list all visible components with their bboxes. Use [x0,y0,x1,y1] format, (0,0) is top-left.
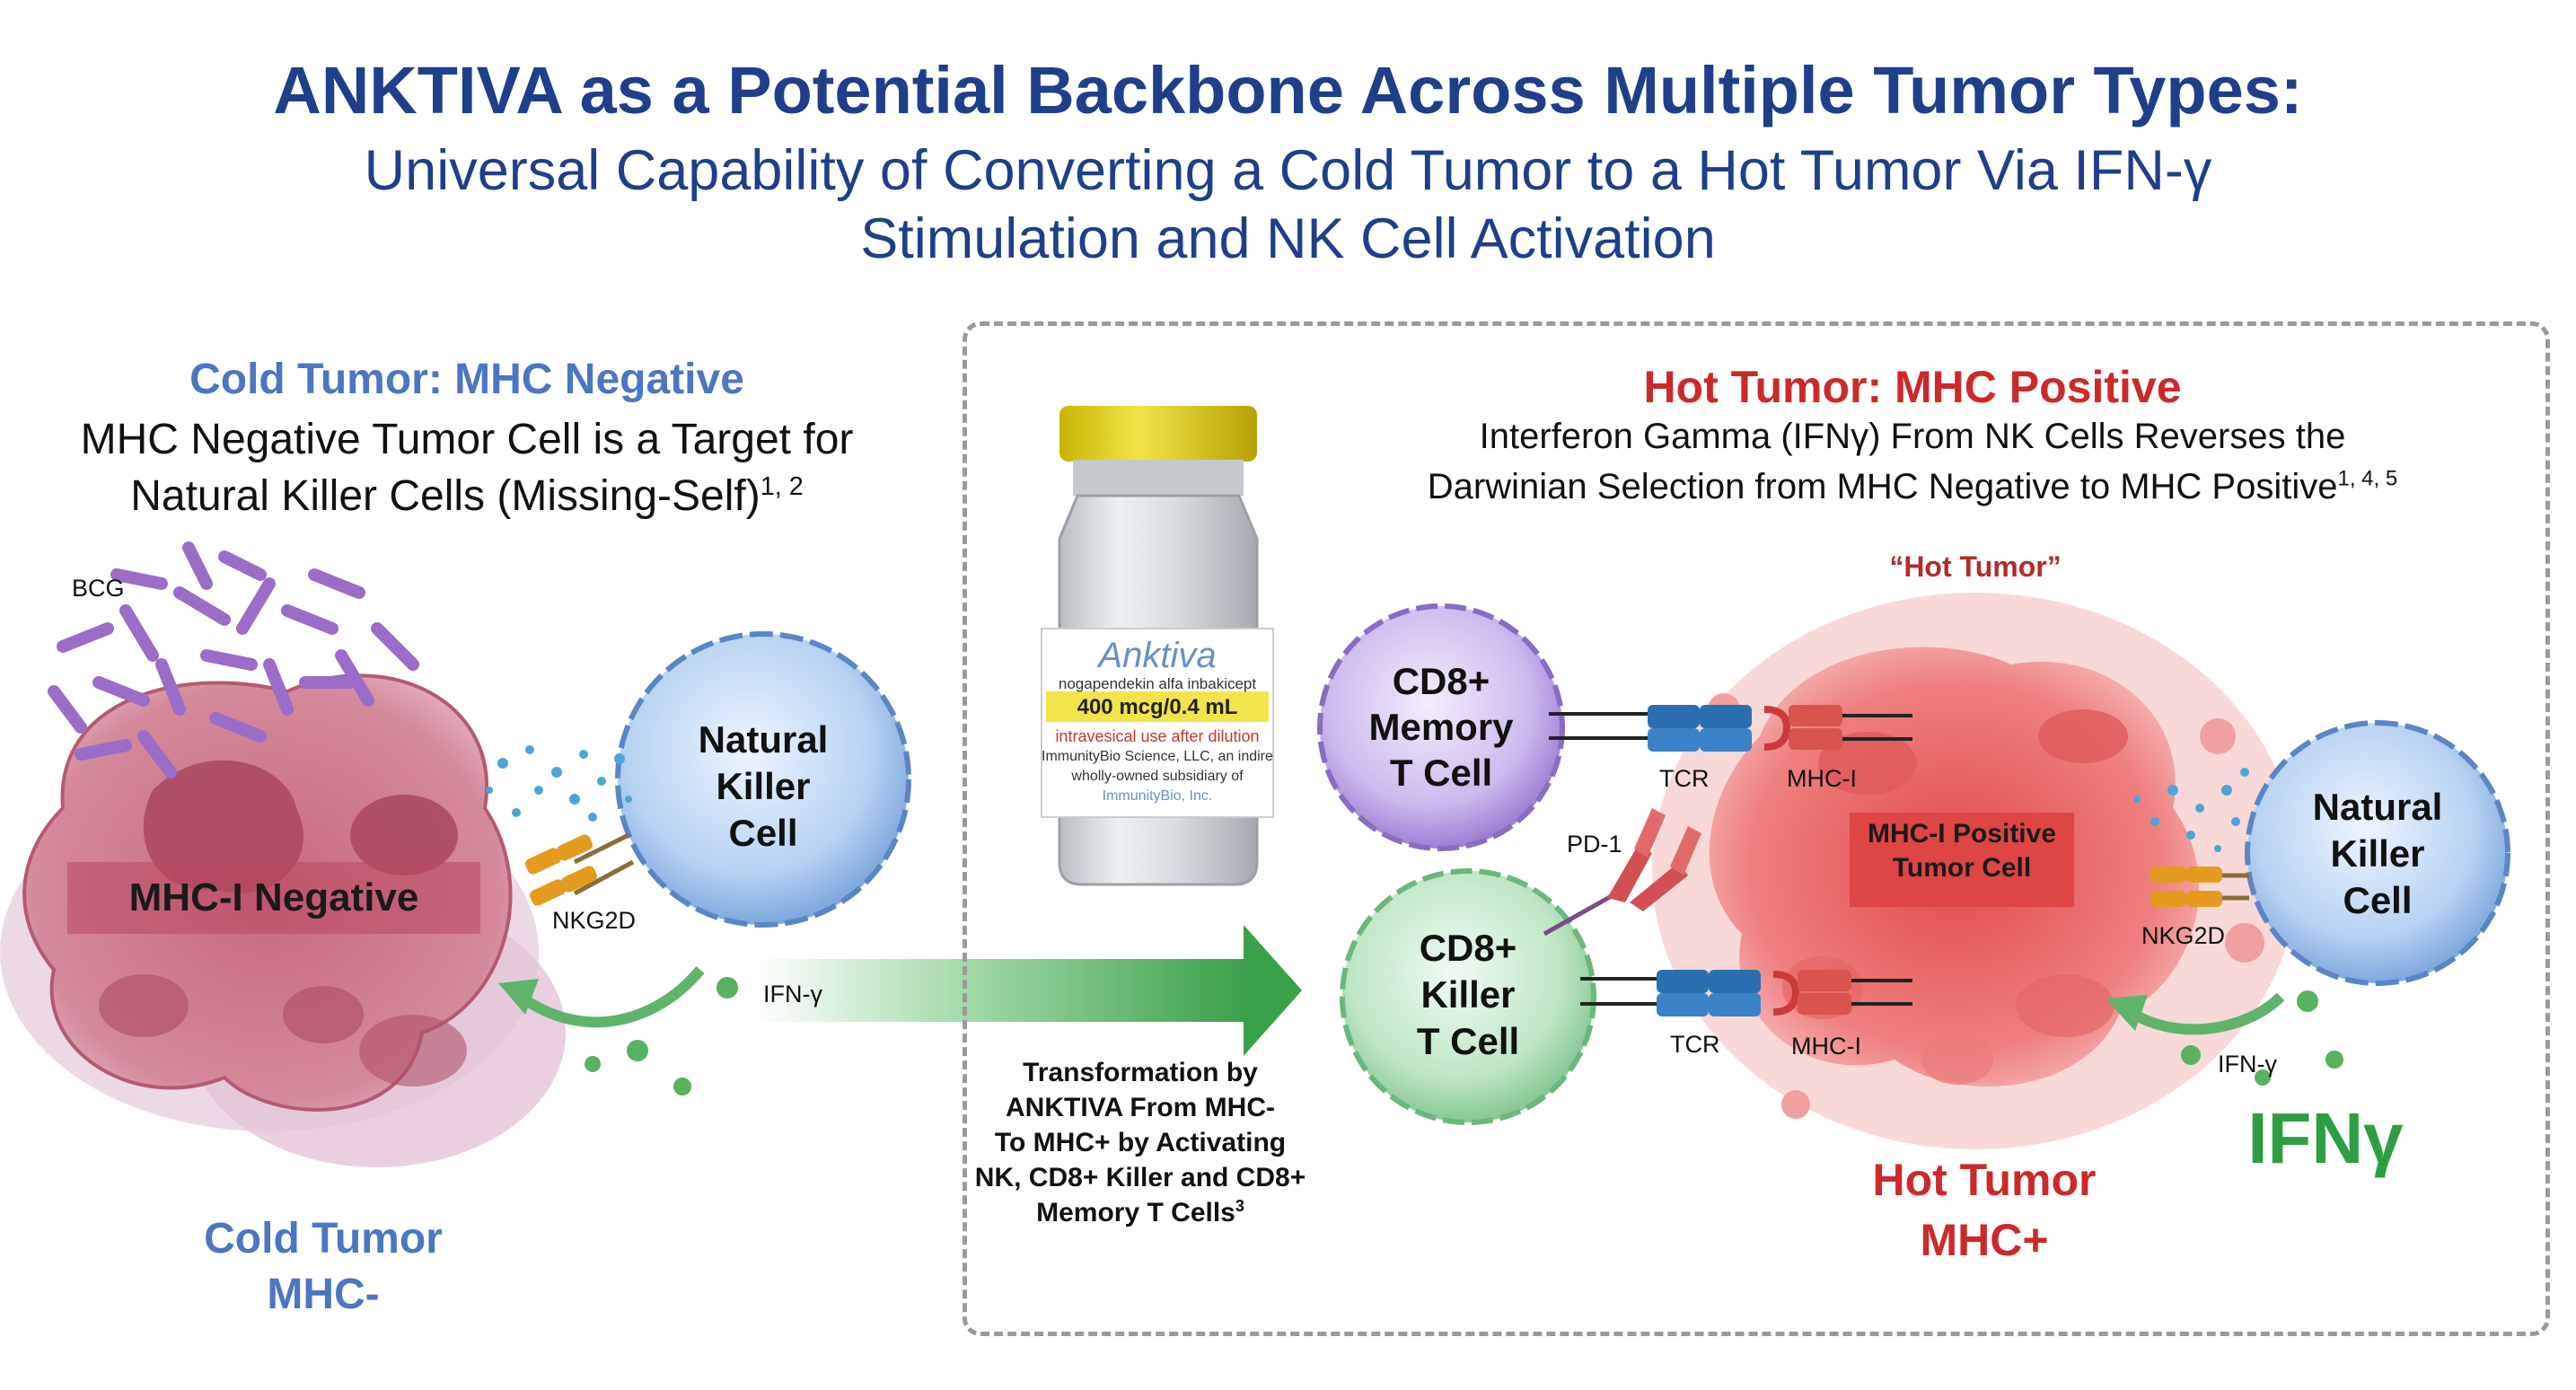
hot-desc-line2: Darwinian Selection from MHC Negative to… [1257,467,2568,507]
transform-line4: NK, CD8+ Killer and CD8+ [974,1163,1306,1192]
killer-label-line3: T Cell [1416,1020,1520,1062]
cold-tumor-heading: Cold Tumor: MHC Negative [189,356,744,403]
hot-footer-line1: Hot Tumor [1872,1155,2097,1205]
hot-tumor-panel-border [963,321,2550,1336]
transform-line1: Transformation by [1023,1058,1258,1087]
mhc-bottom-label: MHC-I [1791,1033,1861,1060]
cold-footer-line2: MHC- [267,1271,380,1318]
bcg-bacteria [48,541,419,779]
hot-footer-line2: MHC+ [1920,1215,2049,1265]
bcg-label: BCG [72,575,125,602]
hot-desc-line1: Interferon Gamma (IFNγ) From NK Cells Re… [1479,417,2346,456]
mhc-negative-label: MHC-I Negative [128,875,419,919]
killer-label-line1: CD8+ [1419,927,1517,969]
page-subtitle-line1: Universal Capability of Converting a Col… [364,139,2212,202]
hot-tumor-quote: “Hot Tumor” [1889,550,2062,583]
vial-line3: intravesical use after dilution [1055,727,1260,745]
left-ifn-label: IFN-γ [763,981,822,1007]
right-nk-label-line2: Killer [2330,832,2425,875]
mhc-positive-band [1850,813,2074,907]
tcr-bottom-label: TCR [1670,1031,1720,1058]
hot-desc-line2-text: Darwinian Selection from MHC Negative to… [1427,467,2338,506]
cold-desc-line2: Natural Killer Cells (Missing-Self)1, 2 [0,471,934,521]
cd8-memory-t-cell [1317,603,1565,851]
tcr-top-label: TCR [1659,765,1710,792]
left-nkg2d-receptor [525,832,635,906]
right-nkg2d-receptor [2150,867,2249,907]
cold-footer-line1: Cold Tumor [204,1215,443,1262]
page-title: ANKTIVA as a Potential Backbone Across M… [273,53,2303,128]
transform-line5-text: Memory T Cells [1036,1198,1235,1227]
right-nk-label-line3: Cell [2343,879,2413,921]
left-nkg2d-label: NKG2D [552,907,637,934]
vial-brand: Anktiva [1098,636,1217,675]
ifn-gamma-big-label: IFNγ [2247,1098,2404,1178]
pd1-label: PD-1 [1567,831,1622,858]
memory-label-line1: CD8+ [1392,660,1490,702]
bottom-tcr-mhc-complex [1580,970,1912,1016]
transform-ref: 3 [1235,1197,1244,1215]
mhc-negative-band [67,862,480,934]
right-ifn-small-label: IFN-γ [2218,1051,2277,1078]
right-cytokine-dots [2133,768,2249,852]
memory-label-line3: T Cell [1389,752,1493,794]
mhc-positive-label-line2: Tumor Cell [1892,853,2032,883]
memory-label-line2: Memory [1368,706,1514,748]
vial-line2: 400 mcg/0.4 mL [1077,695,1238,719]
left-nk-label-line3: Cell [728,812,798,854]
left-ifn-arrow [498,966,738,1095]
cold-desc-refs: 1, 2 [760,472,804,501]
cold-desc-line2-text: Natural Killer Cells (Missing-Self) [130,472,760,520]
transform-line5: Memory T Cells3 [952,1198,1329,1228]
vial-line1: nogapendekin alfa inbakicept [1058,675,1257,692]
right-ifn-arrow [2106,990,2343,1086]
hot-tumor-heading: Hot Tumor: MHC Positive [1643,362,2182,412]
killer-label-line2: Killer [1420,973,1516,1016]
left-nk-cell [615,631,911,928]
cold-desc-line1: MHC Negative Tumor Cell is a Target for [80,416,854,463]
right-nk-label-line1: Natural [2312,786,2443,828]
top-tcr-mhc-complex [1549,705,1912,752]
page-subtitle-line2: Stimulation and NK Cell Activation [860,207,1716,270]
transform-line3: To MHC+ by Activating [994,1128,1287,1157]
right-nk-cell [2245,720,2510,986]
mhc-top-label: MHC-I [1787,765,1857,792]
transformation-arrow [754,925,1302,1056]
anktiva-vial [1041,406,1274,886]
pd1-antibody [1543,808,1701,937]
transform-line2: ANKTIVA From MHC- [1006,1093,1275,1122]
vial-line6: ImmunityBio, Inc. [1102,788,1213,804]
right-nkg2d-label: NKG2D [2141,922,2226,949]
left-nk-label-line1: Natural [698,718,829,761]
hot-desc-refs: 1, 4, 5 [2337,466,2398,491]
left-cytokine-dots [486,745,632,822]
vial-line5: wholly-owned subsidiary of [1071,769,1244,784]
cd8-killer-t-cell [1340,868,1596,1125]
left-nk-label-line2: Killer [716,765,811,807]
mhc-positive-label-line1: MHC-I Positive [1867,819,2057,849]
vial-line4: ImmunityBio Science, LLC, an indirect [1042,749,1273,764]
